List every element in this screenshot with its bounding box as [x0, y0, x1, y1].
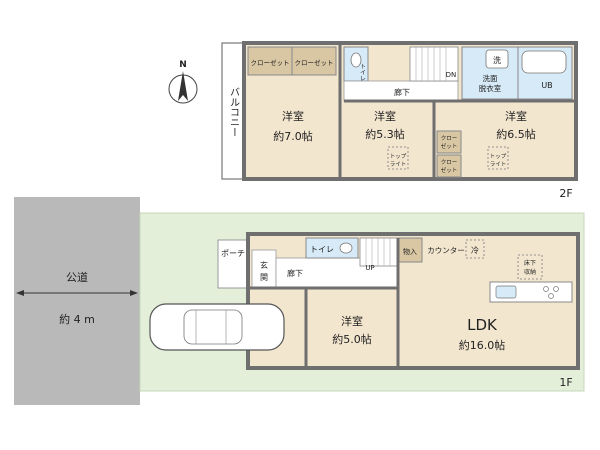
corridor-1f-label: 廊下 — [287, 268, 303, 278]
underfloor-label-1: 床下 — [524, 259, 536, 267]
closet-c-label-1: クロー — [441, 135, 458, 142]
fridge-label: 冷 — [471, 245, 479, 255]
bathtub-icon — [521, 50, 567, 74]
toplight-a-label-2: ライト — [390, 161, 407, 168]
storage-label: 物入 — [403, 247, 417, 256]
toplight-a — [387, 146, 409, 170]
stairs-down-label: DN — [446, 71, 457, 79]
balcony-label: バルコニー — [228, 87, 240, 137]
staircase-1f — [359, 237, 399, 267]
closet-b-label: クローゼット — [295, 58, 334, 67]
entrance-label-1: 玄 — [260, 260, 268, 270]
closet-a-label: クローゼット — [251, 58, 290, 67]
kitchen-sink-icon — [495, 285, 517, 299]
closet-c — [436, 130, 462, 154]
toplight-b-label-2: ライト — [490, 161, 507, 168]
closet-c-label-2: ゼット — [441, 142, 458, 150]
stairs-up-label: UP — [365, 264, 374, 272]
staircase-2f — [409, 46, 459, 82]
ldk-size: 約16.0帖 — [459, 338, 506, 352]
floor-1f: ポーチ 玄 関 廊下 トイレ UP 物入 カウンター 冷 — [217, 232, 580, 389]
underfloor-storage — [517, 254, 543, 280]
toplight-b — [487, 146, 509, 170]
counter-label: カウンター — [427, 246, 465, 255]
stove-burner-icon — [553, 286, 559, 292]
floor-2f-label: 2F — [559, 187, 572, 200]
room-west-size: 約7.0帖 — [273, 129, 313, 143]
room-1f-name: 洋室 — [341, 314, 363, 328]
closet-d-label-1: クロー — [441, 159, 458, 166]
room-center-name: 洋室 — [374, 109, 396, 123]
room-east-name: 洋室 — [505, 109, 527, 123]
toplight-b-label-1: トップ — [490, 153, 507, 160]
toilet-bowl-icon — [350, 52, 362, 68]
wash-basin-icon — [485, 49, 509, 69]
wash-label: 洗 — [493, 55, 501, 65]
toplight-a-label-1: トップ — [390, 153, 407, 160]
dressing-room-label-1: 洗面 — [483, 73, 498, 83]
dressing-room-label-2: 脱衣室 — [479, 83, 502, 93]
floor-1f-label: 1F — [559, 376, 572, 389]
north-compass-icon — [168, 71, 198, 104]
stove-burner-icon — [548, 293, 554, 299]
ldk-name: LDK — [467, 316, 498, 334]
road-width: 約 4 m — [59, 312, 95, 326]
road-arrow-right-icon — [130, 290, 138, 296]
room-west-name: 洋室 — [282, 109, 304, 123]
room-east-size: 約6.5帖 — [496, 127, 536, 141]
stove-burner-icon — [543, 286, 549, 292]
toilet-2f-label: トイレ — [359, 63, 366, 81]
porch-label: ポーチ — [221, 249, 245, 258]
porch — [217, 239, 249, 289]
car-icon — [149, 303, 285, 351]
road-name: 公道 — [66, 270, 88, 284]
toilet-1f-label: トイレ — [310, 245, 334, 254]
compass-north-label: N — [179, 60, 187, 70]
underfloor-label-2: 収納 — [524, 268, 536, 276]
storage — [397, 237, 423, 263]
toilet-1f-bowl-icon — [339, 242, 353, 254]
fridge-space — [465, 239, 485, 259]
unit-bath-label: UB — [541, 81, 552, 90]
road-arrow-left-icon — [16, 290, 24, 296]
closet-d-label-2: ゼット — [441, 166, 458, 174]
floor-2f: バルコニー クローゼット クローゼット トイレ 廊下 DN 洗 洗面 脱衣室 — [221, 41, 578, 200]
entrance-label-2: 関 — [260, 273, 268, 282]
entrance — [251, 249, 277, 289]
corridor-2f-label: 廊下 — [394, 87, 410, 97]
closet-d — [436, 154, 462, 178]
room-center-size: 約5.3帖 — [365, 127, 405, 141]
public-road — [14, 197, 140, 405]
room-1f-size: 約5.0帖 — [332, 332, 372, 346]
closet-b — [291, 46, 337, 76]
